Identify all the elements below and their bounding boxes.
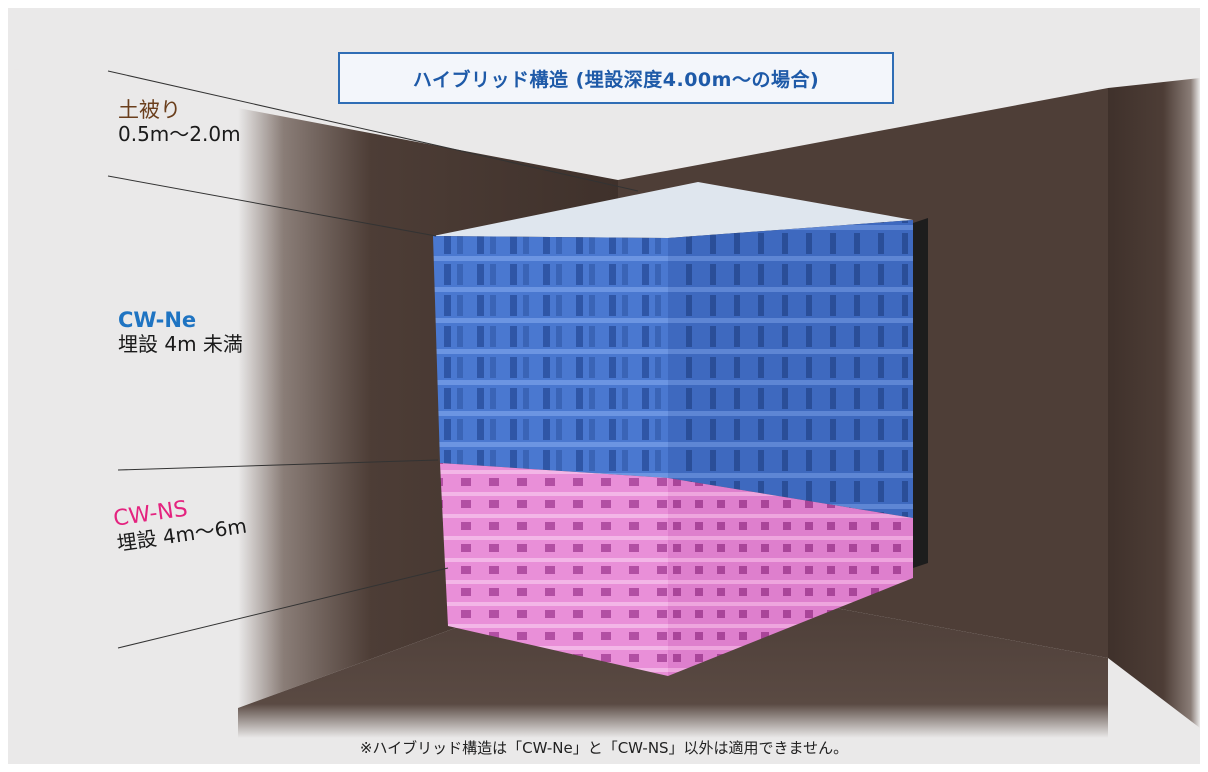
cw-ns-block-front (440, 463, 668, 676)
diagram-title: ハイブリッド構造 (埋設深度4.00m〜の場合) (338, 52, 894, 104)
cw-ne-block-front (433, 236, 668, 478)
cw-ne-block-side (668, 220, 913, 518)
cw-ne-label: CW-Ne 埋設 4m 未満 (118, 308, 243, 356)
cw-ns-block-side (668, 478, 913, 676)
soil-cover-name: 土被り (118, 98, 181, 122)
diagram-panel: ハイブリッド構造 (埋設深度4.00m〜の場合) (8, 8, 1200, 764)
storage-scene (8, 8, 1200, 738)
cw-ne-name: CW-Ne (118, 308, 197, 332)
soil-cover-range: 0.5m〜2.0m (118, 122, 241, 146)
soil-cover-label: 土被り 0.5m〜2.0m (118, 98, 241, 146)
footnote: ※ハイブリッド構造は「CW-Ne」と「CW-NS」以外は適用できません。 (359, 739, 849, 757)
cw-ne-desc: 埋設 4m 未満 (118, 332, 243, 356)
